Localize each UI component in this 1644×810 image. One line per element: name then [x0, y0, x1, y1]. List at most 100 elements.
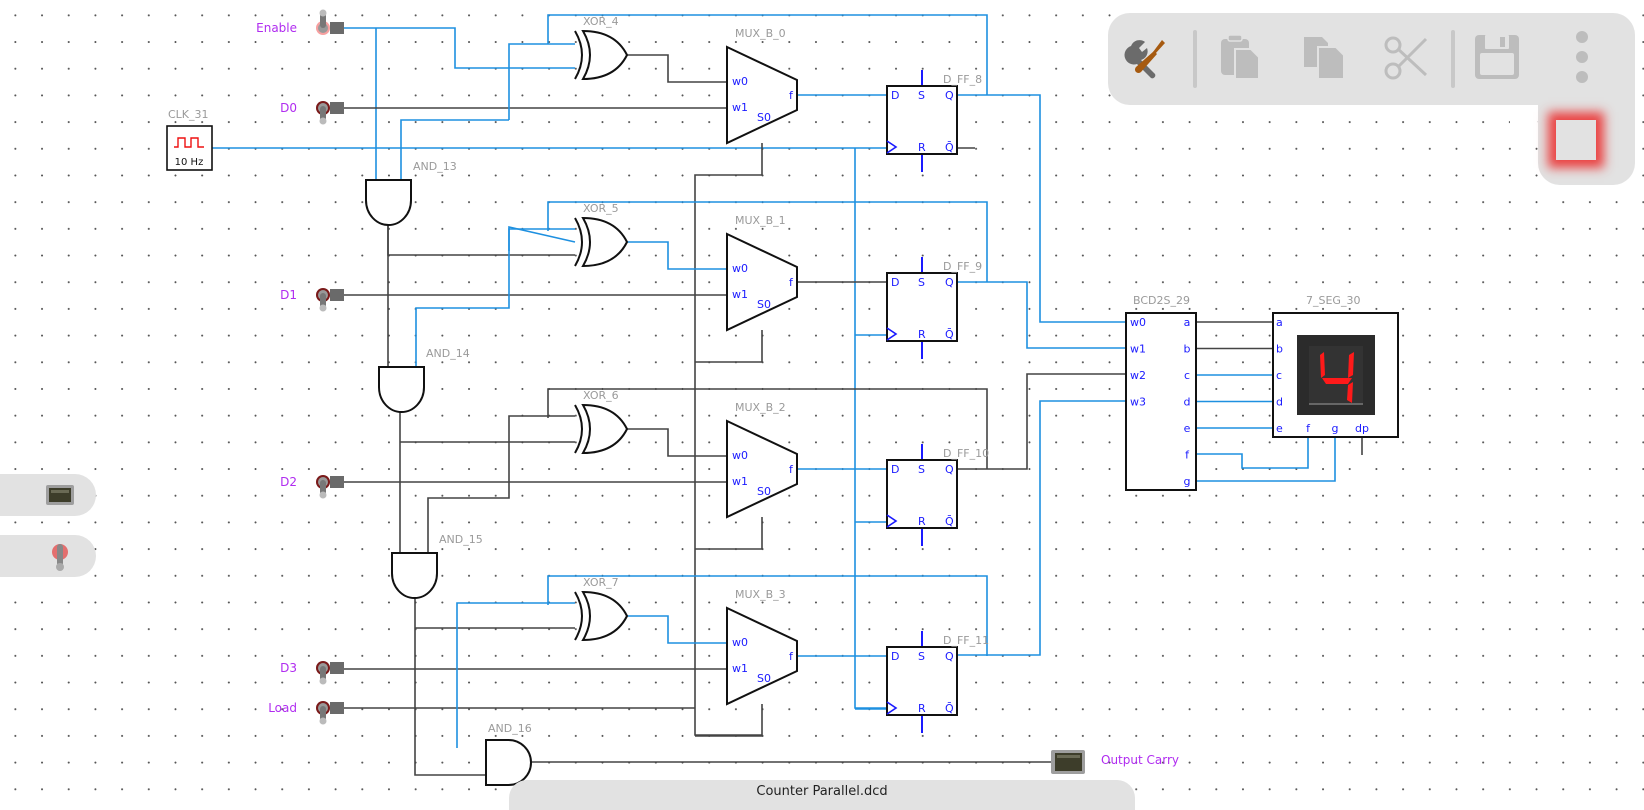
mux-body: [726, 606, 798, 706]
dff-pin-r: R: [918, 702, 926, 715]
seg-pin: b: [1276, 343, 1283, 356]
wire: [547, 201, 988, 282]
xor-gate-label: XOR_4: [583, 15, 619, 28]
stop-simulation-button[interactable]: [1556, 120, 1596, 160]
wire: [695, 517, 763, 550]
wire: [957, 400, 1126, 656]
bcd-input-pin: w0: [1130, 316, 1146, 329]
toggle-knob: [319, 677, 327, 685]
mux-pin-s0: S0: [757, 672, 771, 685]
toggle-body: [330, 22, 344, 34]
input-toggle-enable[interactable]: [316, 9, 344, 36]
dff-pin-r: R: [918, 141, 926, 154]
mux-pin-s0: S0: [757, 298, 771, 311]
dff-body: [886, 459, 958, 529]
bcd-input-pin: w3: [1130, 396, 1146, 409]
toggle-knob: [319, 9, 327, 17]
wire: [1196, 437, 1336, 482]
input-toggle-d2[interactable]: [316, 475, 344, 499]
dff-pin-d: D: [891, 89, 899, 102]
mux-pin-f: f: [789, 463, 794, 476]
xor-gate-curve: [574, 404, 583, 454]
mux-body: [726, 419, 798, 519]
mux-body: [726, 232, 798, 332]
dff-clock-pin: [886, 701, 898, 715]
wire: [414, 598, 486, 776]
wire: [547, 575, 988, 656]
clock-frequency: 10 Hz: [175, 157, 204, 168]
wire: [854, 148, 887, 709]
toggle-body: [330, 102, 344, 114]
dff-pin-q: Q: [945, 463, 954, 476]
paste-button[interactable]: [1211, 26, 1269, 88]
mux-pin-s0: S0: [757, 485, 771, 498]
and-gate: [485, 739, 532, 786]
palette-output-led[interactable]: [0, 474, 96, 516]
toggle-body: [330, 662, 344, 674]
input-label-d0: D0: [280, 101, 297, 115]
clock-wave-icon: [174, 137, 204, 148]
wire: [695, 704, 763, 737]
output-carry-label: Output Carry: [1101, 753, 1179, 767]
wire: [957, 281, 1126, 349]
segment-b: [1348, 352, 1354, 378]
copy-button[interactable]: [1294, 26, 1352, 88]
wire: [624, 615, 727, 644]
more-vertical-icon: [1576, 31, 1588, 83]
input-toggle-d0[interactable]: [316, 101, 344, 125]
paste-icon: [1221, 34, 1260, 80]
dff-pin-s: S: [918, 463, 925, 476]
mux-body: [726, 45, 798, 145]
and-gate: [391, 552, 438, 599]
output-carry-led[interactable]: [1051, 750, 1085, 774]
xor-gate-label: XOR_7: [583, 576, 619, 589]
mux-pin-f: f: [789, 276, 794, 289]
mux-pin-f: f: [789, 89, 794, 102]
more-options-button[interactable]: [1553, 26, 1611, 88]
mux-pin-f: f: [789, 650, 794, 663]
file-name-bar: Counter Parallel.dcd: [509, 780, 1135, 810]
palette-input-toggle[interactable]: [0, 535, 96, 577]
toolbar-separator: [1193, 30, 1197, 88]
toggle-lever: [320, 480, 326, 495]
file-name: Counter Parallel.dcd: [756, 784, 888, 799]
tools-button[interactable]: [1118, 26, 1176, 88]
scissors-icon: [1384, 36, 1428, 80]
multiplexer: [726, 232, 798, 332]
cut-button[interactable]: [1377, 26, 1435, 88]
wire: [547, 388, 988, 469]
multiplexer: [726, 419, 798, 519]
dff-pin-qbar: Q̄: [945, 702, 954, 715]
bcd-output-pin: c: [1184, 369, 1190, 382]
wire: [624, 428, 727, 457]
mux-pin-w1: w1: [732, 101, 748, 114]
segment-c: [1347, 382, 1353, 403]
wire: [427, 415, 575, 553]
bcd-decoder-body: [1125, 312, 1197, 491]
wire: [695, 330, 763, 363]
seg-pin: d: [1276, 396, 1283, 409]
wrench-screwdriver-icon: [1124, 40, 1165, 79]
dff-body: [886, 85, 958, 155]
floppy-disk-icon: [1475, 35, 1519, 79]
wire: [344, 27, 575, 69]
dff-pin-qbar: Q̄: [945, 515, 954, 528]
toolbar-separator: [1451, 30, 1455, 88]
dff-pin-s: S: [918, 89, 925, 102]
mux-pin-w0: w0: [732, 449, 748, 462]
toggle-lever: [320, 666, 326, 681]
dff-pin-q: Q: [945, 276, 954, 289]
display-underline: [1309, 403, 1363, 405]
input-toggle-d1[interactable]: [316, 288, 344, 312]
wire: [508, 43, 575, 120]
save-button[interactable]: [1468, 26, 1526, 88]
xor-gate: [581, 590, 629, 642]
and-gate-label: AND_16: [488, 722, 532, 735]
input-toggle-d3[interactable]: [316, 661, 344, 685]
xor-gate-label: XOR_5: [583, 202, 619, 215]
input-toggle-load[interactable]: [316, 701, 344, 725]
dff-pin-qbar: Q̄: [945, 141, 954, 154]
dff-label: D_FF_8: [943, 73, 982, 86]
